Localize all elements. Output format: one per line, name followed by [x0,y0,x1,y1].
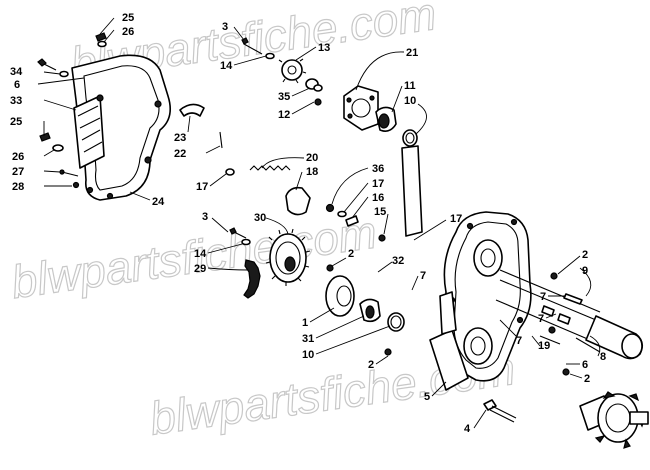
callout-32: 32 [392,255,404,267]
leader-lines [37,17,601,429]
callout-8: 8 [600,351,606,363]
callout-17b: 17 [372,178,384,190]
callout-35: 35 [278,91,290,103]
tensioner-parts [179,103,311,216]
callout-31: 31 [302,333,314,345]
lower-bearing [325,264,405,356]
callout-27: 27 [12,166,24,178]
callout-34: 34 [10,66,23,78]
callout-11: 11 [404,80,416,92]
callout-1: 1 [302,317,308,329]
callout-2d: 2 [368,359,374,371]
bolt [483,399,517,423]
callout-36: 36 [372,163,384,175]
callout-12: 12 [278,109,290,121]
callout-25a: 25 [122,12,134,24]
callout-26a: 26 [122,26,134,38]
lower-sprocket [229,227,311,299]
callout-6a: 6 [14,79,20,91]
callout-17c: 17 [450,213,462,225]
callout-22: 22 [174,148,186,160]
callout-14a: 14 [220,60,233,72]
callout-30: 30 [254,212,266,224]
drive-wheel [579,391,649,449]
callout-10a: 10 [404,95,416,107]
callout-3b: 3 [202,211,208,223]
callout-7b: 7 [540,291,546,303]
callout-15: 15 [374,206,386,218]
callout-20: 20 [306,152,318,164]
callout-7c: 7 [538,313,544,325]
upper-sprocket [241,37,323,106]
callout-28: 28 [12,181,24,193]
cover-hardware [37,32,107,189]
callout-19: 19 [538,340,550,352]
callout-2c: 2 [584,373,590,385]
callout-6b: 6 [582,359,588,371]
callout-3a: 3 [222,21,228,33]
callout-26b: 26 [12,151,24,163]
callout-13: 13 [318,42,330,54]
callouts: 25 26 34 6 33 25 26 27 28 24 3 13 14 35 … [10,12,606,435]
bearing-housing [343,85,418,147]
callout-7d: 7 [516,335,522,347]
callout-5: 5 [424,391,430,403]
callout-21: 21 [406,47,418,59]
callout-25b: 25 [10,116,22,128]
callout-18: 18 [306,166,318,178]
axle-and-studs [495,269,644,376]
callout-2a: 2 [348,248,354,260]
callout-9: 9 [582,265,588,277]
callout-7a: 7 [420,270,426,282]
chain-case-cover [71,54,171,201]
callout-17a: 17 [196,181,208,193]
callout-14b: 14 [194,248,207,260]
callout-2b: 2 [582,249,588,261]
callout-29: 29 [194,263,206,275]
callout-33: 33 [10,95,22,107]
callout-24: 24 [152,196,165,208]
chain-case-housing [429,211,532,391]
drive-shaft [401,145,423,237]
callout-23: 23 [174,132,186,144]
callout-10b: 10 [302,349,314,361]
callout-16: 16 [372,192,384,204]
callout-4: 4 [464,423,471,435]
